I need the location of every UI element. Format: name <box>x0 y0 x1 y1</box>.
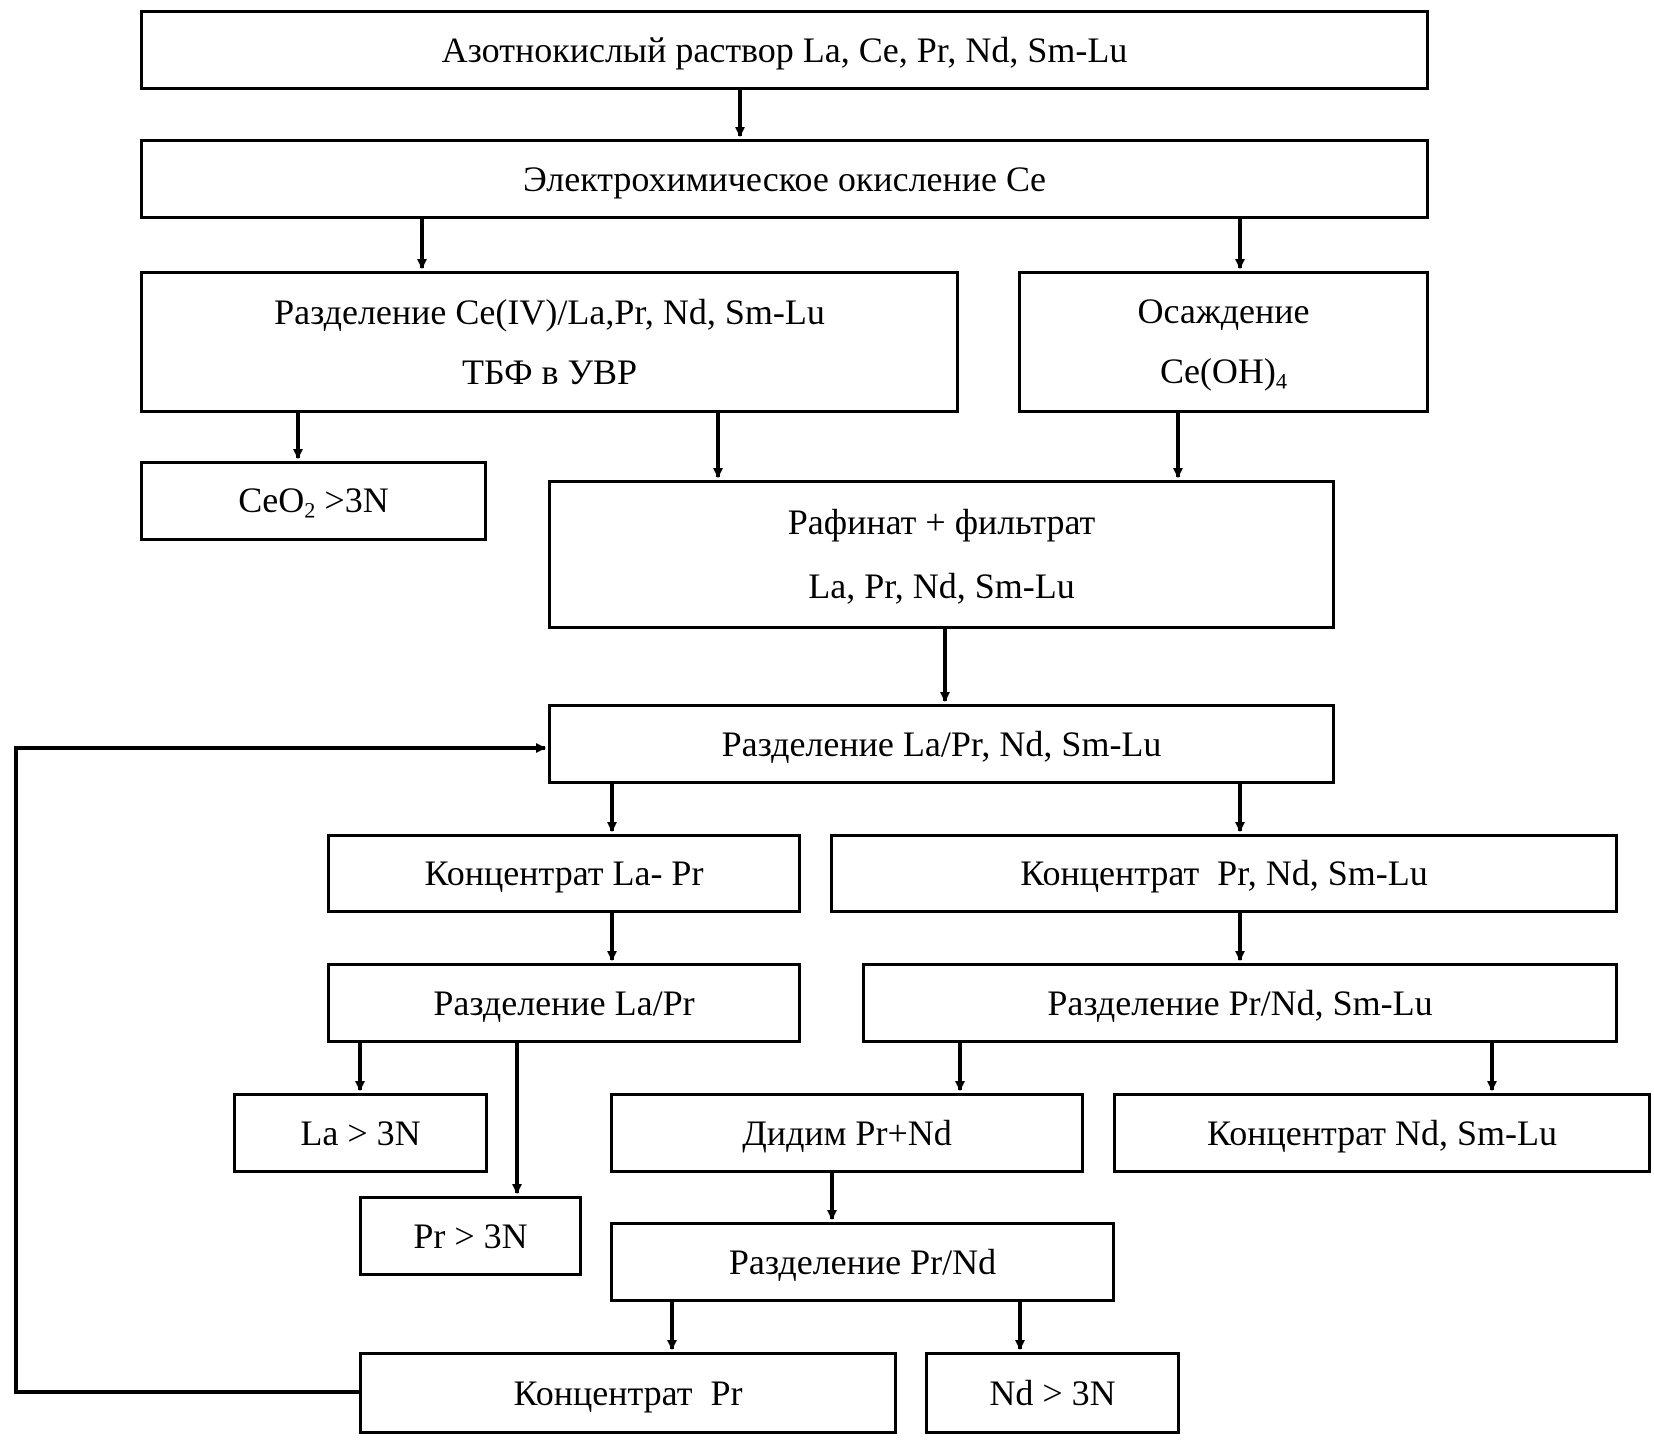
nd-sm-concentrate-label: Концентрат Nd, Sm-Lu <box>1207 1112 1557 1153</box>
pr-nd-final-separation-box: Разделение Pr/Nd <box>610 1222 1115 1302</box>
la-pr-concentrate-box: Концентрат La- Pr <box>327 834 801 913</box>
didymium-label: Дидим Pr+Nd <box>742 1112 952 1153</box>
nitrate-solution-label: Азотнокислый раствор La, Ce, Pr, Nd, Sm-… <box>441 29 1128 70</box>
nd-product-label: Nd > 3N <box>989 1372 1116 1413</box>
pr-product-box: Pr > 3N <box>359 1196 582 1276</box>
la-pr-separation-box: Разделение La/Pr <box>327 963 801 1043</box>
la-separation-label: Разделение La/Pr, Nd, Sm-Lu <box>721 723 1162 764</box>
ceo2-subscript: 2 <box>304 497 316 523</box>
nd-product-box: Nd > 3N <box>925 1352 1180 1434</box>
didymium-box: Дидим Pr+Nd <box>610 1093 1084 1173</box>
la-product-label: La > 3N <box>300 1112 421 1153</box>
pr-concentrate-label: Концентрат Pr <box>513 1372 743 1413</box>
pr-nd-sm-concentrate-label: Концентрат Pr, Nd, Sm-Lu <box>1020 853 1428 894</box>
la-separation-box: Разделение La/Pr, Nd, Sm-Lu <box>548 704 1335 784</box>
electro-oxidation-label: Электрохимическое окисление Ce <box>522 158 1047 199</box>
cerium-hydroxide-subscript: 4 <box>1275 368 1288 394</box>
cerium-hydroxide-label: Ce(OH)4 <box>1160 348 1287 396</box>
ce-separation-method-label: ТБФ в УВР <box>461 351 638 392</box>
ceo2-product-label: CeO2 >3N <box>238 477 388 525</box>
precipitation-box: Осаждение Ce(OH)4 <box>1018 271 1429 413</box>
raffinate-box: Рафинат + фильтрат La, Pr, Nd, Sm-Lu <box>548 480 1335 629</box>
pr-nd-final-separation-label: Разделение Pr/Nd <box>728 1241 997 1282</box>
electro-oxidation-box: Электрохимическое окисление Ce <box>140 139 1429 219</box>
pr-product-label: Pr > 3N <box>413 1215 528 1256</box>
la-product-box: La > 3N <box>233 1093 488 1173</box>
cerium-hydroxide-formula: Ce(OH) <box>1159 351 1276 392</box>
la-pr-separation-label: Разделение La/Pr <box>433 982 695 1023</box>
arrow-pr-concentrate-recycle <box>14 743 546 1394</box>
precipitation-label: Осаждение <box>1137 291 1310 332</box>
raffinate-elements-label: La, Pr, Nd, Sm-Lu <box>808 565 1075 606</box>
ceo2-purity: >3N <box>315 480 389 521</box>
ceo2-product-box: CeO2 >3N <box>140 461 487 541</box>
ce-separation-box: Разделение Ce(IV)/La,Pr, Nd, Sm-Lu ТБФ в… <box>140 271 959 413</box>
nd-sm-concentrate-box: Концентрат Nd, Sm-Lu <box>1113 1093 1651 1173</box>
pr-nd-separation-box: Разделение Pr/Nd, Sm-Lu <box>862 963 1618 1043</box>
pr-nd-sm-concentrate-box: Концентрат Pr, Nd, Sm-Lu <box>830 834 1618 913</box>
la-pr-concentrate-label: Концентрат La- Pr <box>424 853 704 894</box>
pr-nd-separation-label: Разделение Pr/Nd, Sm-Lu <box>1047 982 1433 1023</box>
raffinate-label: Рафинат + фильтрат <box>787 502 1096 543</box>
ce-separation-label: Разделение Ce(IV)/La,Pr, Nd, Sm-Lu <box>274 291 825 332</box>
ceo2-formula: CeO <box>238 480 305 521</box>
pr-concentrate-box: Концентрат Pr <box>359 1352 897 1434</box>
nitrate-solution-box: Азотнокислый раствор La, Ce, Pr, Nd, Sm-… <box>140 10 1429 90</box>
